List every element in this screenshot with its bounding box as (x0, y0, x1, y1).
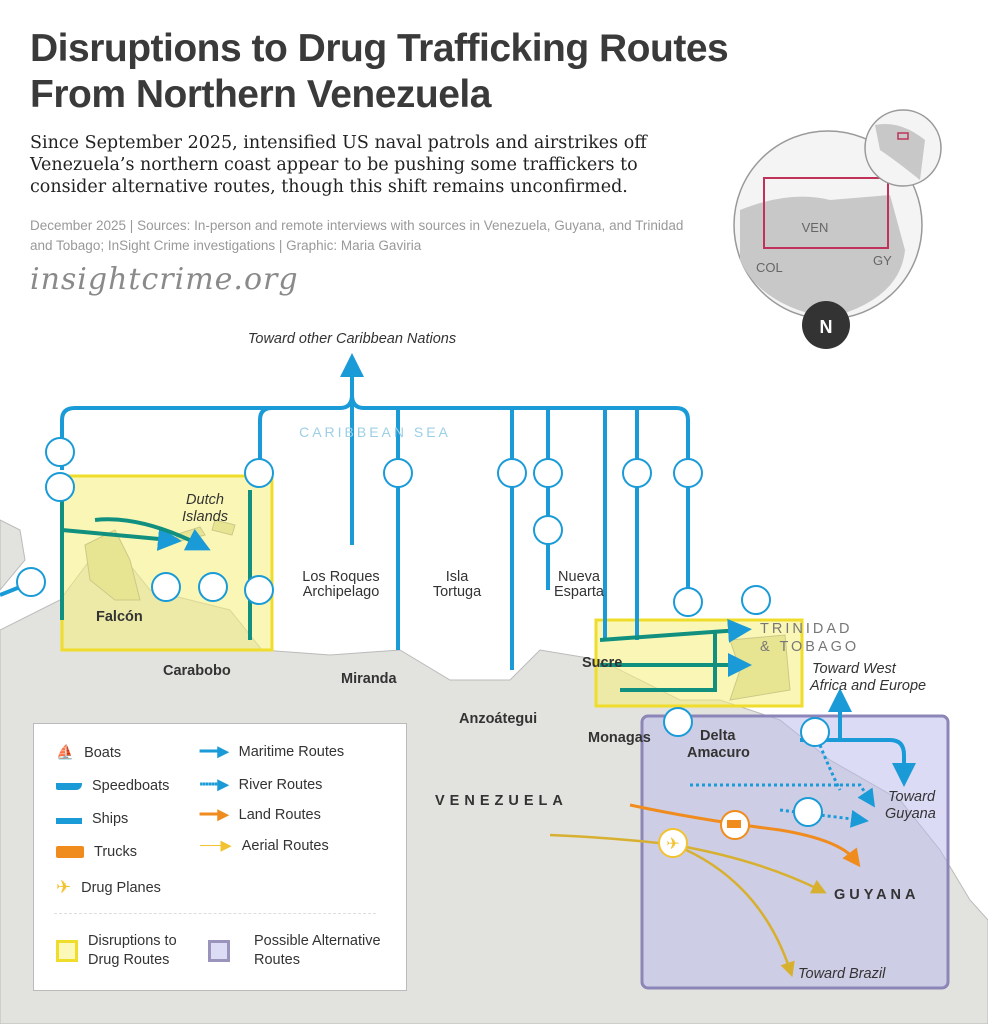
label-monagas: Monagas (588, 730, 651, 746)
label-west-africa: Toward West (812, 661, 897, 677)
legend-planes: Drug Planes (81, 879, 161, 896)
label-venezuela: VENEZUELA (435, 793, 568, 809)
legend-land: Land Routes (238, 807, 321, 823)
inset-gy: GY (873, 253, 892, 268)
brand-logo: insightcrime.org (30, 262, 299, 297)
label-isla: Isla (446, 569, 470, 585)
page-title: Disruptions to Drug Trafficking Routes F… (30, 27, 729, 116)
teal-routes (60, 490, 752, 692)
land-arrow-icon: ━━▶ (200, 807, 229, 823)
label-tobago: & TOBAGO (760, 639, 859, 655)
disruption-zone-falcon (60, 474, 274, 652)
maritime-arrow-icon: ━━▶ (200, 744, 229, 760)
legend-trucks: Trucks (94, 844, 137, 860)
ship-icon (56, 814, 82, 824)
legend-disruptions: Disruptions to (88, 933, 177, 949)
legend-alternative-2: Routes (254, 952, 300, 968)
label-delta: Delta (700, 728, 736, 744)
legend-ships: Ships (92, 811, 129, 827)
label-toward: Toward (888, 789, 936, 805)
legend-speedboats: Speedboats (92, 778, 170, 794)
label-roques: Los Roques (302, 569, 379, 585)
label-brazil: Toward Brazil (798, 966, 886, 982)
aerial-arrow-icon: ──▶ (200, 838, 232, 854)
land-route (629, 803, 861, 868)
legend-alternative: Possible Alternative (254, 933, 381, 949)
legend-river: River Routes (238, 777, 323, 793)
label-trinidad: TRINIDAD (760, 621, 852, 637)
vessel-markers (16, 437, 830, 827)
boat-icon: ⛵ (56, 745, 75, 761)
label-falcon: Falcón (96, 609, 143, 625)
alternative-swatch (208, 940, 230, 962)
plane-marker (658, 828, 688, 858)
alternative-zone (640, 714, 950, 990)
sources-note: December 2025 | Sources: In-person and r… (30, 218, 684, 253)
label-guyana-dest: Guyana (885, 806, 936, 822)
inset-ven: VEN (802, 220, 829, 235)
label-guyana: GUYANA (834, 887, 920, 903)
legend-disruptions-2: Drug Routes (88, 952, 170, 968)
plane-icon: ✈ (666, 836, 679, 853)
plane-icon: ✈ (56, 877, 72, 897)
label-dutch: Dutch (186, 492, 224, 508)
disruption-swatch (56, 940, 78, 962)
label-caribbean-dest: Toward other Caribbean Nations (248, 331, 456, 347)
maritime-routes (0, 353, 916, 787)
label-sucre: Sucre (582, 655, 622, 671)
river-arrow-icon: ┅┅▶ (200, 777, 229, 793)
label-amacuro: Amacuro (687, 745, 750, 761)
label-anzoategui: Anzoátegui (459, 711, 537, 727)
legend-boats: Boats (84, 744, 122, 761)
inset-col: COL (756, 260, 783, 275)
label-archipelago: Archipelago (303, 584, 380, 600)
speedboat-icon (56, 782, 82, 790)
legend-maritime: Maritime Routes (238, 744, 345, 760)
label-tortuga: Tortuga (433, 584, 482, 600)
north-arrow: N (820, 317, 833, 337)
label-esparta: Esparta (554, 584, 605, 600)
label-islands: Islands (182, 509, 228, 525)
legend-divider (54, 913, 376, 914)
truck-icon (56, 846, 84, 858)
inset-globe: VEN COL GY N (733, 109, 942, 349)
label-carabobo: Carabobo (163, 663, 231, 679)
label-sea: CARIBBEAN SEA (299, 424, 451, 440)
colombia-coast (0, 519, 26, 591)
legend-aerial: Aerial Routes (241, 838, 329, 854)
label-europe: Africa and Europe (809, 678, 926, 694)
label-miranda: Miranda (341, 671, 398, 687)
label-nueva: Nueva (558, 569, 601, 585)
legend: ⛵ Boats Speedboats Ships Trucks ✈ Drug Pla… (33, 723, 407, 991)
subtitle: Since September 2025, intensified US nav… (30, 133, 647, 197)
